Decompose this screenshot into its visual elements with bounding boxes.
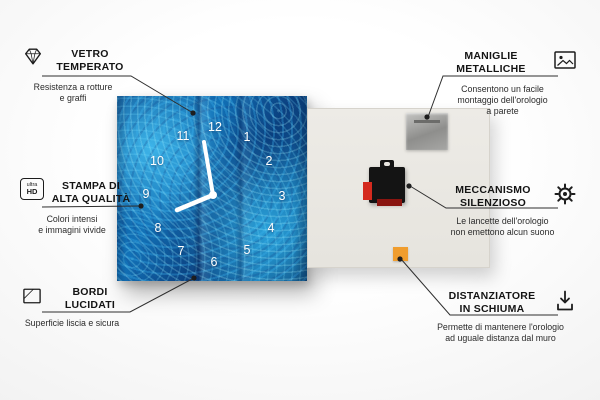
desc-line: ad uguale distanza dal muro xyxy=(445,333,556,343)
spacer-arrow-icon xyxy=(553,289,577,313)
callout-description: Colori intensi e immagini vivide xyxy=(6,214,138,236)
clock-mechanism xyxy=(363,160,405,206)
callout-meccanismo-silenzioso: MECCANISMO SILENZIOSO Le lancette dell'o… xyxy=(425,180,580,250)
title-line: STAMPA DI xyxy=(61,180,121,192)
battery-pull-tab xyxy=(363,182,372,200)
desc-line: Colori intensi xyxy=(46,214,98,224)
title-line: MECCANISMO xyxy=(455,184,531,196)
desc-line: montaggio dell'orologio xyxy=(457,95,548,105)
clock-number-1: 1 xyxy=(243,130,251,144)
callout-title: BORDI LUCIDATI xyxy=(46,286,134,311)
desc-line: Permette di mantenere l'orologio xyxy=(437,322,564,332)
title-line: BORDI xyxy=(72,286,108,298)
desc-line: non emettono alcun suono xyxy=(450,227,555,237)
title-line: METALLICHE xyxy=(456,62,526,75)
callout-description: Resistenza a rotture e graffi xyxy=(8,82,138,104)
clock-number-6: 6 xyxy=(210,255,218,269)
callout-description: Le lancette dell'orologio non emettono a… xyxy=(425,216,580,238)
clock-number-10: 10 xyxy=(150,154,164,168)
title-line: VETRO xyxy=(71,48,109,60)
title-line: IN SCHIUMA xyxy=(459,302,525,315)
clock-number-12: 12 xyxy=(208,120,222,134)
uhd-text-ultra: ultra xyxy=(26,182,38,188)
clock-number-4: 4 xyxy=(267,221,275,235)
callout-title: DISTANZIATORE IN SCHIUMA xyxy=(434,290,550,315)
callout-description: Superficie liscia e sicura xyxy=(6,318,138,329)
minute-hand xyxy=(202,140,215,197)
title-line: SILENZIOSO xyxy=(459,196,527,209)
gear-icon xyxy=(553,182,577,206)
callout-distanziatore-schiuma: DISTANZIATORE IN SCHIUMA Permette di man… xyxy=(418,286,583,356)
title-line: TEMPERATO xyxy=(56,60,124,73)
ultra-hd-badge-icon: ultra HD xyxy=(20,178,44,200)
desc-line: Resistenza a rotture xyxy=(33,82,113,92)
callout-title: VETRO TEMPERATO xyxy=(46,48,134,73)
desc-line: Consentono un facile xyxy=(461,84,544,94)
hanger-hole xyxy=(384,162,390,166)
callout-title: MECCANISMO SILENZIOSO xyxy=(437,184,549,209)
callout-bordi-lucidati: BORDI LUCIDATI Superficie liscia e sicur… xyxy=(6,284,138,344)
desc-line: e immagini vivide xyxy=(38,225,106,235)
callout-vetro-temperato: VETRO TEMPERATO Resistenza a rotture e g… xyxy=(8,44,138,114)
callout-description: Consentono un facile montaggio dell'orol… xyxy=(425,84,580,117)
clock-number-3: 3 xyxy=(278,189,286,203)
polished-edge-icon xyxy=(22,287,42,305)
clock-number-11: 11 xyxy=(176,129,190,143)
clock-front-face: 12 1 2 3 4 5 6 7 8 9 10 11 xyxy=(117,96,307,281)
foam-spacer xyxy=(393,247,408,261)
desc-line: e graffi xyxy=(59,93,87,103)
callout-title: MANIGLIE METALLICHE xyxy=(435,50,547,75)
desc-line: Superficie liscia e sicura xyxy=(24,318,120,328)
uhd-text-hd: HD xyxy=(26,187,38,196)
callout-title: STAMPA DI ALTA QUALITÀ xyxy=(46,180,136,205)
picture-frame-icon xyxy=(553,49,577,71)
clock-center-cap xyxy=(209,191,217,199)
desc-line: Le lancette dell'orologio xyxy=(456,216,549,226)
battery-strip xyxy=(377,199,402,206)
desc-line: a parete xyxy=(486,106,519,116)
clock-number-9: 9 xyxy=(142,187,150,201)
title-line: LUCIDATI xyxy=(64,298,116,311)
clock-number-2: 2 xyxy=(265,154,273,168)
callout-stampa-alta-qualita: ultra HD STAMPA DI ALTA QUALITÀ Colori i… xyxy=(6,176,138,246)
clock-hands xyxy=(174,140,217,213)
clock-number-5: 5 xyxy=(243,243,251,257)
title-line: ALTA QUALITÀ xyxy=(51,192,131,205)
callout-maniglie-metalliche: MANIGLIE METALLICHE Consentono un facile… xyxy=(425,46,580,126)
callout-description: Permette di mantenere l'orologio ad ugua… xyxy=(418,322,583,344)
title-line: MANIGLIE xyxy=(464,50,518,62)
title-line: DISTANZIATORE xyxy=(448,290,536,302)
mounting-slot xyxy=(414,120,440,123)
clock-number-8: 8 xyxy=(154,221,162,235)
hour-hand xyxy=(174,192,216,213)
clock-number-7: 7 xyxy=(177,244,185,258)
diamond-icon xyxy=(22,46,44,66)
